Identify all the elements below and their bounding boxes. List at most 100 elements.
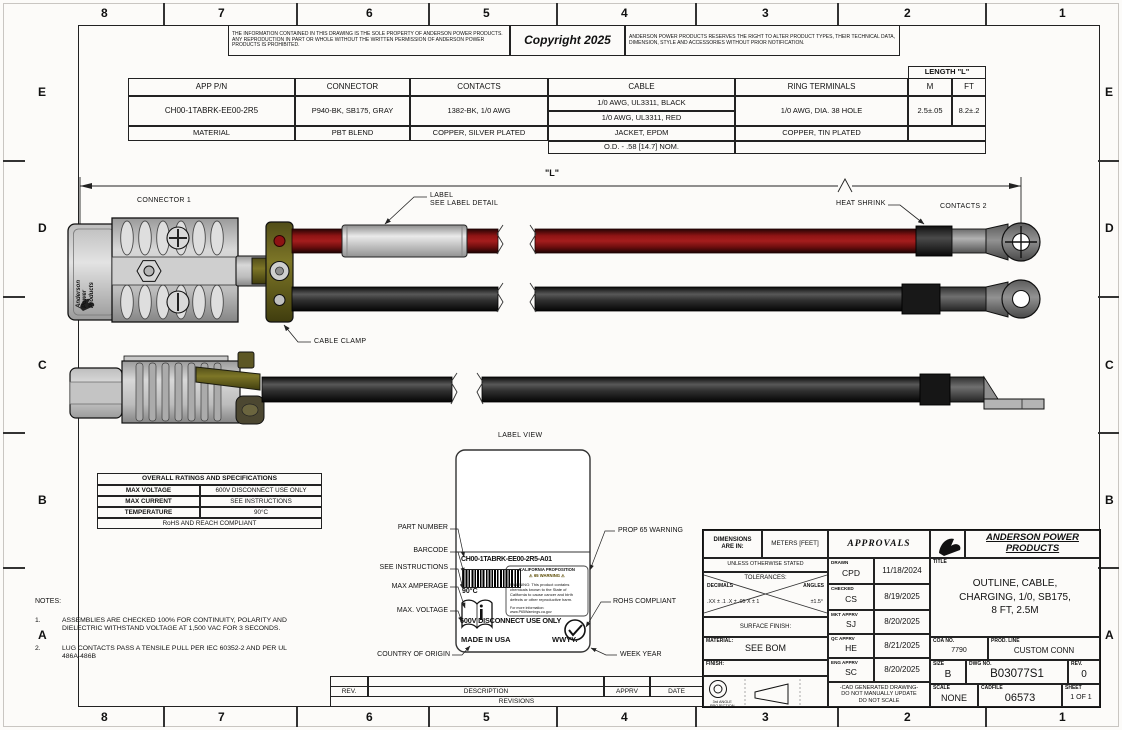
company-logo-cell: [930, 530, 965, 558]
approval-initials-cell: CHECKED CS: [828, 584, 874, 610]
approval-initials-cell: DRAWN CPD: [828, 558, 874, 584]
spec-app-pn: CH00-1TABRK-EE00-2R5: [128, 96, 295, 126]
zone-number: 5: [483, 710, 490, 724]
zone-tick: [985, 3, 987, 25]
material-value: SEE BOM: [744, 643, 786, 654]
tolerances-cell: TOLERANCES: DECIMALS ANGLES .XX ± .1 .X …: [703, 572, 828, 617]
dims-units: METERS [FEET]: [762, 530, 828, 558]
spec-cable-red: 1/0 AWG, UL3311, RED: [548, 111, 735, 126]
unless-otherwise-stated: UNLESS OTHERWISE STATED: [703, 558, 828, 572]
spec-material-contacts: COPPER, SILVER PLATED: [410, 126, 548, 141]
approval-date: 8/20/2025: [874, 610, 930, 634]
zone-number: 6: [366, 6, 373, 20]
zone-letter: A: [1105, 628, 1114, 642]
callout-connector1: CONNECTOR 1: [137, 197, 192, 204]
cad-note: -CAD GENERATED DRAWING- DO NOT MANUALLY …: [828, 682, 930, 707]
zone-tick: [556, 707, 558, 727]
spec-material-cable: JACKET, EPDM: [548, 126, 735, 141]
zone-tick: [3, 432, 25, 434]
spec-col-cable: CABLE: [548, 78, 735, 96]
rev-label: REV.: [1071, 661, 1083, 667]
scale-label: SCALE: [933, 685, 950, 691]
zone-number: 4: [621, 6, 628, 20]
label-origin: MADE IN USA: [461, 635, 511, 644]
approval-role: ENG APPRV: [831, 660, 858, 665]
zone-number: 8: [101, 6, 108, 20]
size-value: B: [944, 668, 952, 680]
prop65-body: WARNING: This product contains chemicals…: [510, 582, 573, 602]
projection-cell: 3rd ANGLE PROJECTION: [703, 676, 828, 708]
approval-initials-cell: QC APPRV HE: [828, 634, 874, 658]
ratings-row-value: SEE INSTRUCTIONS: [200, 496, 322, 507]
rev-cell: REV. 0: [1068, 660, 1100, 684]
drawing-title: OUTLINE, CABLE, CHARGING, 1/0, SB175, 8 …: [959, 578, 1071, 617]
callout-cable-clamp: CABLE CLAMP: [314, 338, 367, 345]
approval-initials: SC: [845, 667, 857, 678]
zone-tick: [837, 3, 839, 25]
scale-cell: SCALE NONE: [930, 684, 978, 707]
prop65-warning-line: ⚠ 65 WARNING ⚠: [529, 573, 565, 578]
prop65-link: For more information: www.P65Warnings.ca…: [510, 606, 552, 615]
zone-letter: A: [38, 628, 47, 642]
approval-date: 8/19/2025: [874, 584, 930, 610]
callout-contacts2: CONTACTS 2: [940, 203, 987, 210]
zone-tick: [163, 707, 165, 727]
finish-cell: FINISH:: [703, 660, 828, 676]
notes-title: NOTES:: [35, 598, 62, 605]
company-name: ANDERSON POWER PRODUCTS: [965, 530, 1100, 558]
approvals-title: APPROVALS: [828, 530, 930, 558]
revisions-footer: REVISIONS: [330, 696, 703, 707]
approval-initials: HE: [845, 643, 857, 654]
spec-cable-od: O.D. - .58 [14.7] NOM.: [548, 141, 735, 154]
spec-material-label: MATERIAL: [128, 126, 295, 141]
ratings-row-label: MAX CURRENT: [97, 496, 200, 507]
spec-col-m: M: [908, 78, 952, 96]
zone-number: 6: [366, 710, 373, 724]
decimals-label: DECIMALS: [707, 583, 734, 589]
finish-label: FINISH:: [706, 661, 725, 667]
approval-initials-cell: ENG APPRV SC: [828, 658, 874, 682]
scale-value: NONE: [940, 692, 967, 703]
title-block: [702, 529, 1101, 708]
zone-number: 2: [904, 710, 911, 724]
approval-date: 8/21/2025: [874, 634, 930, 658]
dims-are-in-label: DIMENSIONS ARE IN:: [703, 530, 762, 558]
callout-barcode: BARCODE: [413, 547, 448, 554]
zone-number: 4: [621, 710, 628, 724]
callout-country-of-origin: COUNTRY OF ORIGIN: [377, 651, 450, 658]
spec-material-ring: COPPER, TIN PLATED: [735, 126, 908, 141]
zone-tick: [837, 707, 839, 727]
zone-number: 3: [762, 6, 769, 20]
approval-initials-cell: MKT APPRV SJ: [828, 610, 874, 634]
callout-max-amperage: MAX AMPERAGE: [391, 583, 448, 590]
spec-col-app-pn: APP P/N: [128, 78, 295, 96]
approval-initials: CPD: [842, 568, 860, 579]
zone-tick: [985, 707, 987, 727]
label-view-title: LABEL VIEW: [498, 432, 543, 439]
spec-cable-black: 1/0 AWG, UL3311, BLACK: [548, 96, 735, 111]
zone-tick: [695, 3, 697, 25]
angles-label: ANGLES: [803, 583, 824, 589]
zone-tick: [556, 3, 558, 25]
connector-brand-rotated: Anderson Power Products: [76, 279, 95, 308]
approval-role: DRAWN: [831, 560, 849, 565]
zone-tick: [3, 160, 25, 162]
cadfile-cell: CADFILE 06573: [978, 684, 1062, 707]
ratings-row-value: 90°C: [200, 507, 322, 518]
zone-tick: [163, 3, 165, 25]
dwg-no-label: DWG NO.: [969, 661, 992, 667]
ratings-title: OVERALL RATINGS AND SPECIFICATIONS: [97, 473, 322, 485]
sheet-cell: SHEET 1 OF 1: [1062, 684, 1100, 707]
zone-tick: [695, 707, 697, 727]
note-number: 1.: [35, 617, 41, 624]
approval-role: QC APPRV: [831, 636, 855, 641]
callout-rohs: ROHS COMPLIANT: [613, 598, 677, 605]
prod-line-value: CUSTOM CONN: [1013, 645, 1075, 655]
spec-col-connector: CONNECTOR: [295, 78, 410, 96]
coa-cell: COA NO. 7790: [930, 637, 988, 660]
callout-max-voltage: MAX. VOLTAGE: [396, 607, 448, 614]
zone-letter: E: [1105, 85, 1114, 99]
zone-number: 7: [218, 710, 225, 724]
title-cell: TITLE OUTLINE, CABLE, CHARGING, 1/0, SB1…: [930, 558, 1100, 637]
prod-line-cell: PROD. LINE CUSTOM CONN: [988, 637, 1100, 660]
